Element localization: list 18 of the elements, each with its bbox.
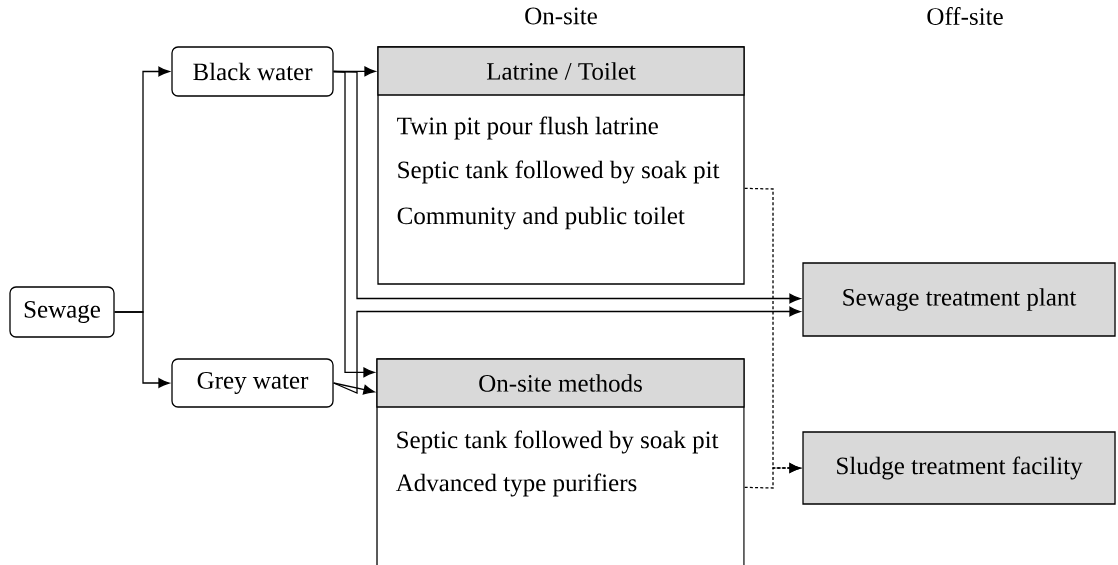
arrow	[333, 306, 801, 394]
list-item: Community and public toilet	[397, 206, 685, 230]
arrow	[333, 382, 375, 395]
list-item: Septic tank followed by soak pit	[397, 430, 719, 454]
flow-box: Grey water	[171, 358, 334, 408]
list-item: Septic tank followed by soak pit	[398, 160, 720, 184]
destination-box: Sludge treatment facility	[802, 431, 1116, 505]
list-item: Twin pit pour flush latrine	[397, 116, 658, 140]
destination-box: Sewage treatment plant	[802, 262, 1116, 337]
category-box: Latrine / Toilet Twin pit pour flush latrine Septic tank followed by soak pit Community and public toilet	[377, 46, 745, 285]
flow-box: Black water	[171, 46, 334, 97]
column-heading: Off-site	[927, 7, 1003, 25]
arrow	[114, 311, 170, 388]
list-item: Advanced type purifiers	[395, 473, 637, 497]
arrow	[744, 463, 801, 489]
arrow	[333, 70, 801, 304]
flow-box: Sewage	[9, 286, 115, 338]
category-box: On-site methods Septic tank followed by soak pit Advanced type purifiers	[376, 358, 745, 565]
